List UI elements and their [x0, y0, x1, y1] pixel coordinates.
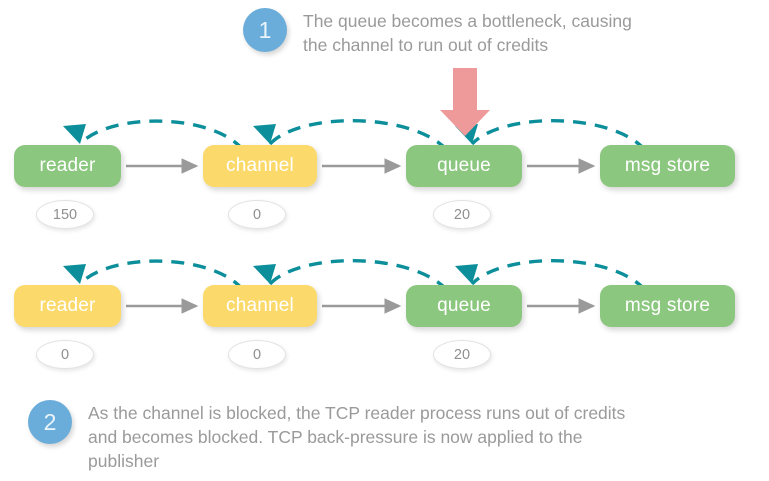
credit-badge-channel-row-1: 0: [228, 200, 286, 229]
credit-badge-reader-row-1: 150: [36, 200, 94, 229]
node-msg-store-row-2[interactable]: msg store: [600, 285, 735, 327]
step-number-badge-2: 2: [28, 400, 72, 444]
node-channel-row-1[interactable]: channel: [203, 145, 317, 187]
annotation-text-2: As the channel is blocked, the TCP reade…: [88, 403, 626, 471]
node-msg-store-row-1[interactable]: msg store: [600, 145, 735, 187]
flow-row-1: reader channel queue msg store 150 0 20: [0, 108, 769, 229]
credit-badge-queue-row-2: 20: [433, 340, 491, 369]
credit-badge-reader-row-2: 0: [36, 340, 94, 369]
node-queue-row-1[interactable]: queue: [406, 145, 522, 187]
step-number-badge-1: 1: [243, 8, 287, 52]
node-reader-row-1[interactable]: reader: [14, 145, 121, 187]
node-channel-row-2[interactable]: channel: [203, 285, 317, 327]
annotation-step-2: 2 As the channel is blocked, the TCP rea…: [28, 400, 625, 473]
node-reader-row-2[interactable]: reader: [14, 285, 121, 327]
annotation-step-1: 1 The queue becomes a bottleneck, causin…: [243, 8, 632, 57]
credit-badge-queue-row-1: 20: [433, 200, 491, 229]
flow-row-2: reader channel queue msg store 0 0 20: [0, 248, 769, 369]
annotation-text-1: The queue becomes a bottleneck, causing …: [303, 11, 632, 55]
node-queue-row-2[interactable]: queue: [406, 285, 522, 327]
credit-badge-channel-row-2: 0: [228, 340, 286, 369]
